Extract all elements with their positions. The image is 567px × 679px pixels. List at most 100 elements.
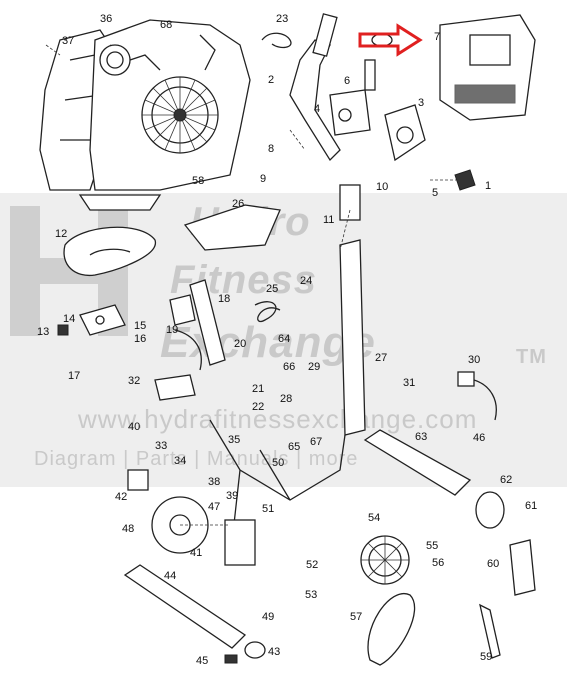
part-label: 8 <box>268 143 274 155</box>
part-label: 52 <box>306 559 318 571</box>
part-label: 4 <box>314 103 320 115</box>
part-label: 17 <box>68 370 80 382</box>
part-label: 38 <box>208 476 220 488</box>
part-label: 42 <box>115 491 127 503</box>
pedal-right <box>509 539 536 596</box>
part-label: 55 <box>426 540 438 552</box>
part-label: 53 <box>305 589 317 601</box>
part-label: 66 <box>283 361 295 373</box>
part-label: 67 <box>310 436 322 448</box>
front-post <box>339 239 366 436</box>
part-label: 2 <box>268 74 274 86</box>
part-label: 68 <box>160 19 172 31</box>
part-label: 19 <box>166 324 178 336</box>
part-label: 12 <box>55 228 67 240</box>
power-cord-23 <box>261 32 292 49</box>
part-label: 31 <box>403 377 415 389</box>
leveler-43 <box>244 641 266 659</box>
part-label: 34 <box>174 455 186 467</box>
part-label: 61 <box>525 500 537 512</box>
part-label: 48 <box>122 523 134 535</box>
console-knob <box>371 33 393 47</box>
part-label: 15 <box>134 320 146 332</box>
part-label: 62 <box>500 474 512 486</box>
pedal-left <box>154 374 196 401</box>
part-label: 46 <box>473 432 485 444</box>
part-label: 35 <box>228 434 240 446</box>
part-6 <box>364 59 376 91</box>
part-19 <box>169 294 196 326</box>
part-label: 44 <box>164 570 176 582</box>
part-label: 40 <box>128 421 140 433</box>
part-label: 16 <box>134 333 146 345</box>
seat-post <box>189 279 226 366</box>
wheel-62 <box>475 491 505 529</box>
part-label: 43 <box>268 646 280 658</box>
part-label: 57 <box>350 611 362 623</box>
part-label: 56 <box>432 557 444 569</box>
part-label: 47 <box>208 501 220 513</box>
part-label: 25 <box>266 283 278 295</box>
part-label: 28 <box>280 393 292 405</box>
frame-block <box>224 519 256 566</box>
part-label: 1 <box>485 180 491 192</box>
part-label: 24 <box>300 275 312 287</box>
leveler-45 <box>224 654 238 664</box>
part-label: 49 <box>262 611 274 623</box>
adapter-30 <box>457 371 475 387</box>
part-label: 54 <box>368 512 380 524</box>
part-label: 30 <box>468 354 480 366</box>
part-label: 33 <box>155 440 167 452</box>
part-label: 45 <box>196 655 208 667</box>
part-label: 50 <box>272 457 284 469</box>
part-label: 18 <box>218 293 230 305</box>
part-label: 37 <box>62 35 74 47</box>
part-label: 63 <box>415 431 427 443</box>
rear-stabilizer <box>363 429 472 496</box>
part-label: 22 <box>252 401 264 413</box>
bracket-10 <box>339 184 361 221</box>
part-42 <box>127 469 149 491</box>
part-label: 21 <box>252 383 264 395</box>
part-label: 29 <box>308 361 320 373</box>
bracket-3 <box>384 104 426 162</box>
drive-belt <box>367 592 416 666</box>
watermark-trademark: TM <box>516 346 547 368</box>
part-label: 10 <box>376 181 388 193</box>
part-label: 41 <box>190 547 202 559</box>
front-stabilizer <box>123 564 247 649</box>
part-label: 23 <box>276 13 288 25</box>
cable-25 <box>254 301 281 323</box>
part-label: 11 <box>323 214 334 226</box>
part-label: 14 <box>63 313 75 325</box>
part-label: 27 <box>375 352 387 364</box>
part-label: 9 <box>260 173 266 185</box>
knob-1 <box>454 169 476 191</box>
knob-13 <box>57 324 69 336</box>
part-label: 7 <box>434 31 440 43</box>
housing-base <box>78 194 162 211</box>
part-label: 64 <box>278 333 290 345</box>
part-label: 36 <box>100 13 112 25</box>
part-label: 26 <box>232 198 244 210</box>
crank-arm <box>479 603 501 659</box>
grip-tube <box>312 13 338 57</box>
part-label: 6 <box>344 75 350 87</box>
shroud-26 <box>183 204 281 251</box>
part-label: 5 <box>432 187 438 199</box>
watermark-tagline: Diagram | Parts | Manuals | more <box>34 448 359 470</box>
part-label: 13 <box>37 326 49 338</box>
part-label: 65 <box>288 441 300 453</box>
callout-arrow <box>358 23 423 57</box>
console <box>439 14 536 121</box>
part-label: 32 <box>128 375 140 387</box>
part-label: 39 <box>226 490 238 502</box>
part-number-labels: 1 2 3 4 5 6 7 8 9 10 11 12 13 14 15 16 1… <box>37 13 537 667</box>
part-label: 3 <box>418 97 424 109</box>
part-label: 59 <box>480 651 492 663</box>
part-label: 58 <box>192 175 204 187</box>
watermark-url: www.hydrafitnessexchange.com <box>78 404 478 434</box>
seat <box>63 226 156 277</box>
